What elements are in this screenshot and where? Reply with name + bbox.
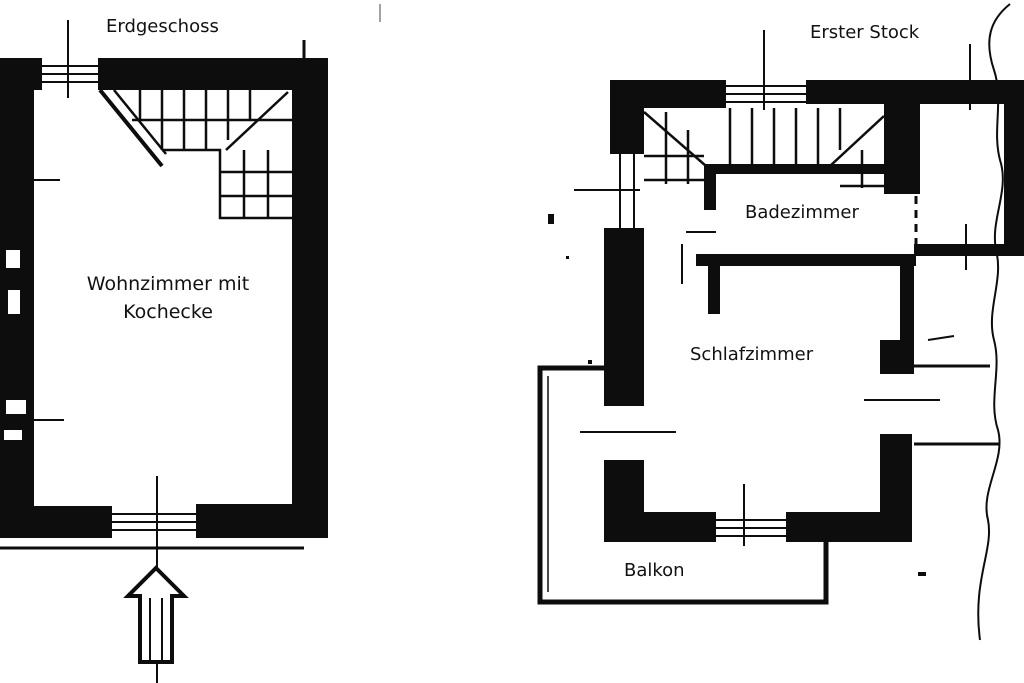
room-label-balkon: Balkon xyxy=(624,560,685,581)
room-label-badezimmer: Badezimmer xyxy=(745,202,859,223)
first-floor-openings xyxy=(574,30,1000,546)
room-label-schlafzimmer: Schlafzimmer xyxy=(690,344,814,365)
ground-floor-right-wall xyxy=(292,58,328,538)
first-floor-far-right-wall xyxy=(1004,96,1024,256)
staircase-icon xyxy=(98,88,292,220)
room-label-wohnzimmer: Wohnzimmer mit Kochecke xyxy=(86,273,250,323)
first-floor-bath-left-post xyxy=(708,254,720,314)
first-floor-staircase-icon xyxy=(643,108,885,188)
first-floor-stair-pillar xyxy=(884,92,920,194)
ground-floor-title: Erdgeschoss xyxy=(106,16,219,37)
ground-floor-plan xyxy=(0,58,328,538)
first-floor-right-wall-block xyxy=(880,340,914,374)
balcony-outline xyxy=(537,365,829,605)
first-floor-left-wall-top xyxy=(610,80,644,154)
first-floor-right-wall-upper xyxy=(900,262,914,342)
property-boundary-line xyxy=(977,3,1011,641)
first-floor-plan xyxy=(604,80,1024,542)
first-floor-title: Erster Stock xyxy=(810,22,920,43)
scan-specks xyxy=(548,214,926,576)
ground-floor-left-details xyxy=(4,250,26,440)
first-floor-right-wall-lower xyxy=(880,434,912,542)
first-floor-bottom-wall-left xyxy=(604,512,716,542)
ground-floor-bottom-wall-right xyxy=(196,504,328,538)
ground-floor-top-wall-left xyxy=(0,58,42,90)
first-floor-stair-bottom-wall xyxy=(704,164,884,174)
first-floor-bath-bottom-wall xyxy=(696,254,916,266)
entrance-arrow-icon xyxy=(123,565,189,664)
ground-floor-top-wall-right xyxy=(98,58,328,90)
first-floor-stair-post xyxy=(704,164,716,210)
first-floor-left-wall-mid xyxy=(604,228,644,406)
ground-floor-bottom-wall-left xyxy=(0,506,112,538)
